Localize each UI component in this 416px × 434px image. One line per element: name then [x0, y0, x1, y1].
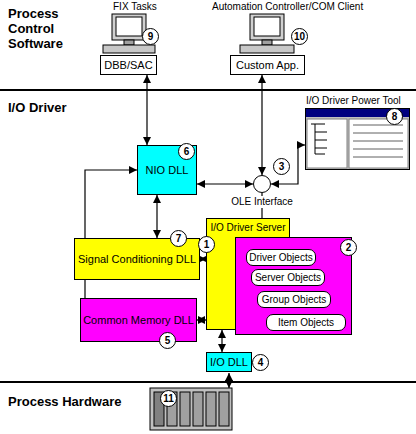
band-title: Process Control Software: [8, 6, 78, 51]
node-text: I/O Driver Server: [210, 222, 285, 234]
callout-number: 9: [142, 28, 159, 45]
callout-number: 4: [252, 354, 269, 371]
connector-arrow: [221, 330, 222, 352]
object-pill: Server Objects: [251, 269, 325, 286]
callout-number: 1: [198, 236, 215, 253]
node-text: NIO DLL: [146, 164, 189, 176]
connector-arrow: [146, 75, 147, 145]
caption-text: Automation Controller/COM Client: [212, 1, 363, 13]
node-text: Item Objects: [278, 317, 334, 328]
band-title: Process Hardware: [8, 394, 121, 409]
callout-number: 10: [291, 28, 308, 45]
connector-arrow: [261, 75, 262, 175]
dll-box: I/O DLL: [206, 352, 252, 372]
interface-circle-outline: [253, 175, 271, 193]
callout-number: 3: [273, 158, 290, 175]
node-text: Signal Conditioning DLL: [78, 253, 196, 265]
node-text: Custom App.: [236, 59, 299, 71]
hardware-wire: [228, 373, 229, 388]
connector-arrow: [197, 319, 206, 320]
computer-icon: [240, 14, 294, 53]
object-pill: Item Objects: [266, 314, 346, 331]
object-pill: Driver Objects: [246, 249, 316, 266]
band-title: I/O Driver: [8, 100, 67, 115]
node-text: Common Memory DLL: [83, 314, 194, 326]
caption-text: FIX Tasks: [113, 1, 157, 13]
io-rack: [150, 388, 232, 430]
interface-circle: OLE Interface: [253, 175, 271, 193]
callout-number: 7: [170, 230, 187, 247]
callout-number: 5: [159, 332, 176, 349]
node-heading: OLE Interface: [229, 196, 295, 208]
dll-box: Common Memory DLL: [80, 298, 197, 342]
band-divider: [0, 381, 416, 383]
computer-base-box: DBB/SAC: [100, 55, 157, 75]
window-picture: [305, 108, 410, 170]
node-text: I/O DLL: [210, 356, 248, 368]
band-divider: [0, 89, 416, 91]
node-text: DBB/SAC: [104, 59, 152, 71]
connector-arrow: [197, 183, 253, 184]
object-group-box: 2Driver ObjectsServer ObjectsGroup Objec…: [235, 237, 352, 335]
connector-arrow: [271, 145, 305, 184]
node-heading: I/O Driver Power Tool: [306, 95, 401, 107]
node-text: Server Objects: [255, 272, 321, 283]
connector-arrow: [156, 195, 157, 238]
node-text: Group Objects: [262, 294, 326, 305]
callout-number: 8: [386, 108, 403, 125]
object-pill: Group Objects: [257, 291, 331, 308]
node-text: Driver Objects: [249, 252, 312, 263]
callout-number: 11: [160, 390, 177, 407]
callout-number: 2: [340, 239, 357, 256]
callout-number: 6: [178, 143, 195, 160]
application-box: Custom App.: [230, 55, 305, 75]
